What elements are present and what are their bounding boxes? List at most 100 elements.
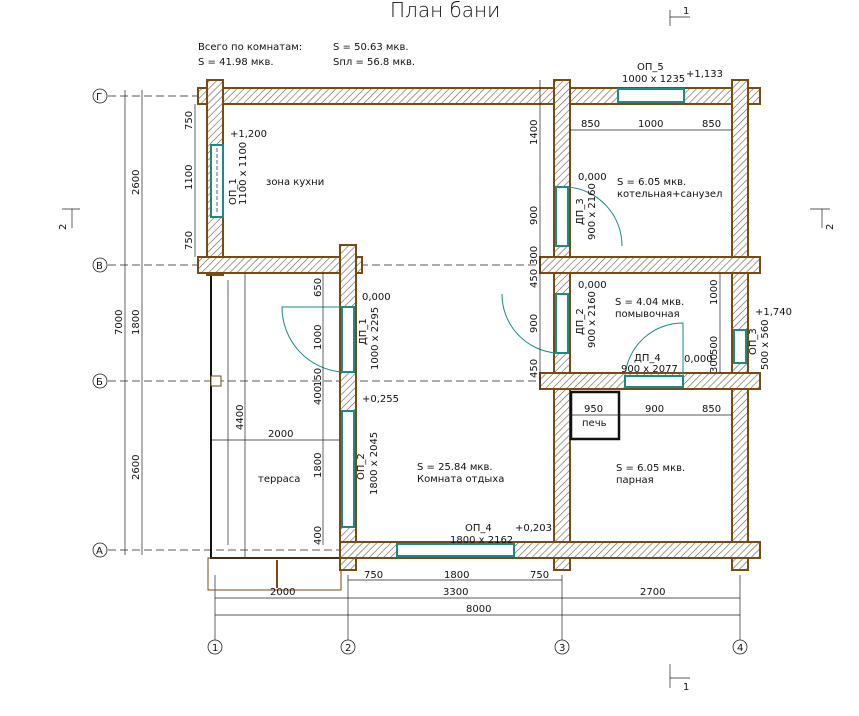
svg-text:ДП_4: ДП_4 xyxy=(634,353,661,364)
room-terrace-name: терраса xyxy=(258,474,300,485)
window-op4 xyxy=(396,543,515,557)
room-boiler-area: S = 6.05 мкв. xyxy=(617,177,686,188)
label-op1: +1,200 ОП_1 1100 x 1100 xyxy=(228,129,267,205)
window-op5 xyxy=(617,88,685,103)
label-op3: +1,740 ОП_3 500 x 560 xyxy=(748,307,792,370)
svg-text:950: 950 xyxy=(584,404,603,415)
door-dp1 xyxy=(281,306,355,373)
section-mark-1-bottom: 1 xyxy=(669,664,690,693)
summary-rooms-area: S = 41.98 мкв. xyxy=(198,57,274,68)
label-op5: ОП_5 1000 x 1235 +1,133 xyxy=(622,62,723,85)
svg-text:А: А xyxy=(96,546,103,557)
svg-text:3300: 3300 xyxy=(443,587,468,598)
svg-text:2: 2 xyxy=(825,224,836,230)
svg-text:1800 x 2162: 1800 x 2162 xyxy=(450,535,513,546)
svg-text:900: 900 xyxy=(645,404,664,415)
svg-text:2000: 2000 xyxy=(270,587,295,598)
svg-text:ДП_1: ДП_1 xyxy=(358,318,369,345)
svg-text:500 x 560: 500 x 560 xyxy=(760,320,771,370)
svg-text:3: 3 xyxy=(559,643,565,654)
svg-text:900: 900 xyxy=(529,314,540,333)
label-op4: ОП_4 1800 x 2162 +0,203 xyxy=(450,523,552,546)
svg-text:Б: Б xyxy=(96,377,103,388)
room-steam-area: S = 6.05 мкв. xyxy=(616,463,685,474)
svg-text:1100 x 1100: 1100 x 1100 xyxy=(238,142,249,205)
svg-text:850: 850 xyxy=(702,404,721,415)
label-dp1: 0,000 ДП_1 1000 x 2295 xyxy=(358,292,391,370)
svg-text:750: 750 xyxy=(364,570,383,581)
svg-text:750: 750 xyxy=(530,570,549,581)
svg-text:+0,255: +0,255 xyxy=(362,394,399,405)
plan-title: План бани xyxy=(390,0,500,22)
label-dp3: 0,000 ДП_3 900 x 2160 xyxy=(575,172,607,240)
svg-text:1000 x 2295: 1000 x 2295 xyxy=(370,307,381,370)
svg-text:1000 x 1235: 1000 x 1235 xyxy=(622,74,685,85)
svg-text:4: 4 xyxy=(737,643,743,654)
svg-text:1000: 1000 xyxy=(313,325,324,350)
svg-text:+0,203: +0,203 xyxy=(515,523,552,534)
svg-text:ОП_1: ОП_1 xyxy=(228,178,239,205)
svg-text:1000: 1000 xyxy=(638,119,663,130)
svg-text:1: 1 xyxy=(683,682,689,693)
svg-text:4400: 4400 xyxy=(235,405,246,430)
svg-text:750: 750 xyxy=(184,231,195,250)
svg-text:2000: 2000 xyxy=(268,429,293,440)
svg-text:650: 650 xyxy=(313,278,324,297)
svg-text:300: 300 xyxy=(709,354,720,373)
svg-text:0,000: 0,000 xyxy=(362,292,391,303)
svg-text:0,000: 0,000 xyxy=(578,280,607,291)
door-dp2 xyxy=(501,293,569,354)
svg-text:900 x 2160: 900 x 2160 xyxy=(587,183,598,240)
dim-texts-bottom: 750 1800 750 2000 3300 2700 8000 xyxy=(270,570,665,615)
dim-texts-left: 7000 2600 1800 2600 750 1100 750 xyxy=(114,111,195,480)
door-dp4 xyxy=(624,322,684,388)
dim-texts-terrace: 650 1000 150 400 1800 400 4400 2000 xyxy=(235,278,324,545)
svg-text:850: 850 xyxy=(702,119,721,130)
svg-text:1000: 1000 xyxy=(709,280,720,305)
svg-text:1800 x 2045: 1800 x 2045 xyxy=(369,432,380,495)
svg-text:2600: 2600 xyxy=(131,170,142,195)
room-wash-area: S = 4.04 мкв. xyxy=(615,297,684,308)
svg-text:750: 750 xyxy=(184,111,195,130)
svg-text:+1,133: +1,133 xyxy=(686,69,723,80)
svg-text:ОП_5: ОП_5 xyxy=(637,62,664,73)
window-op1 xyxy=(210,144,224,218)
summary-label: Всего по комнатам: xyxy=(198,42,302,53)
svg-text:1400: 1400 xyxy=(529,120,540,145)
svg-text:2700: 2700 xyxy=(640,587,665,598)
svg-text:500: 500 xyxy=(709,336,720,355)
svg-text:450: 450 xyxy=(529,269,540,288)
svg-text:8000: 8000 xyxy=(466,604,491,615)
svg-text:450: 450 xyxy=(529,359,540,378)
svg-text:ОП_2: ОП_2 xyxy=(356,453,367,480)
svg-text:400: 400 xyxy=(313,386,324,405)
room-steam-name: парная xyxy=(616,475,654,486)
svg-text:1800: 1800 xyxy=(131,310,142,335)
svg-text:900 x 2160: 900 x 2160 xyxy=(587,291,598,348)
svg-text:2: 2 xyxy=(58,224,69,230)
dimension-lines xyxy=(124,80,740,616)
svg-text:В: В xyxy=(96,261,103,272)
svg-text:0,000: 0,000 xyxy=(578,172,607,183)
svg-text:150: 150 xyxy=(313,368,324,387)
door-dp3 xyxy=(555,186,623,247)
svg-text:+1,200: +1,200 xyxy=(230,129,267,140)
svg-text:Г: Г xyxy=(96,92,102,103)
svg-text:850: 850 xyxy=(581,119,600,130)
room-rest-area: S = 25.84 мкв. xyxy=(417,462,493,473)
svg-text:1800: 1800 xyxy=(444,570,469,581)
room-boiler-name: котельная+санузел xyxy=(617,189,722,200)
svg-text:1: 1 xyxy=(212,643,218,654)
svg-text:1100: 1100 xyxy=(184,165,195,190)
svg-text:900: 900 xyxy=(529,206,540,225)
svg-text:1800: 1800 xyxy=(313,453,324,478)
summary-floor-area: Sпл = 56.8 мкв. xyxy=(333,57,415,68)
window-op3 xyxy=(733,329,747,364)
axis-bubbles-cols: 1 2 3 4 xyxy=(207,575,748,655)
section-mark-2-left: 2 xyxy=(58,208,80,230)
stove-label: печь xyxy=(582,418,607,429)
svg-text:1: 1 xyxy=(683,6,689,17)
summary-total-area: S = 50.63 мкв. xyxy=(333,42,409,53)
svg-text:ОП_3: ОП_3 xyxy=(748,328,759,355)
